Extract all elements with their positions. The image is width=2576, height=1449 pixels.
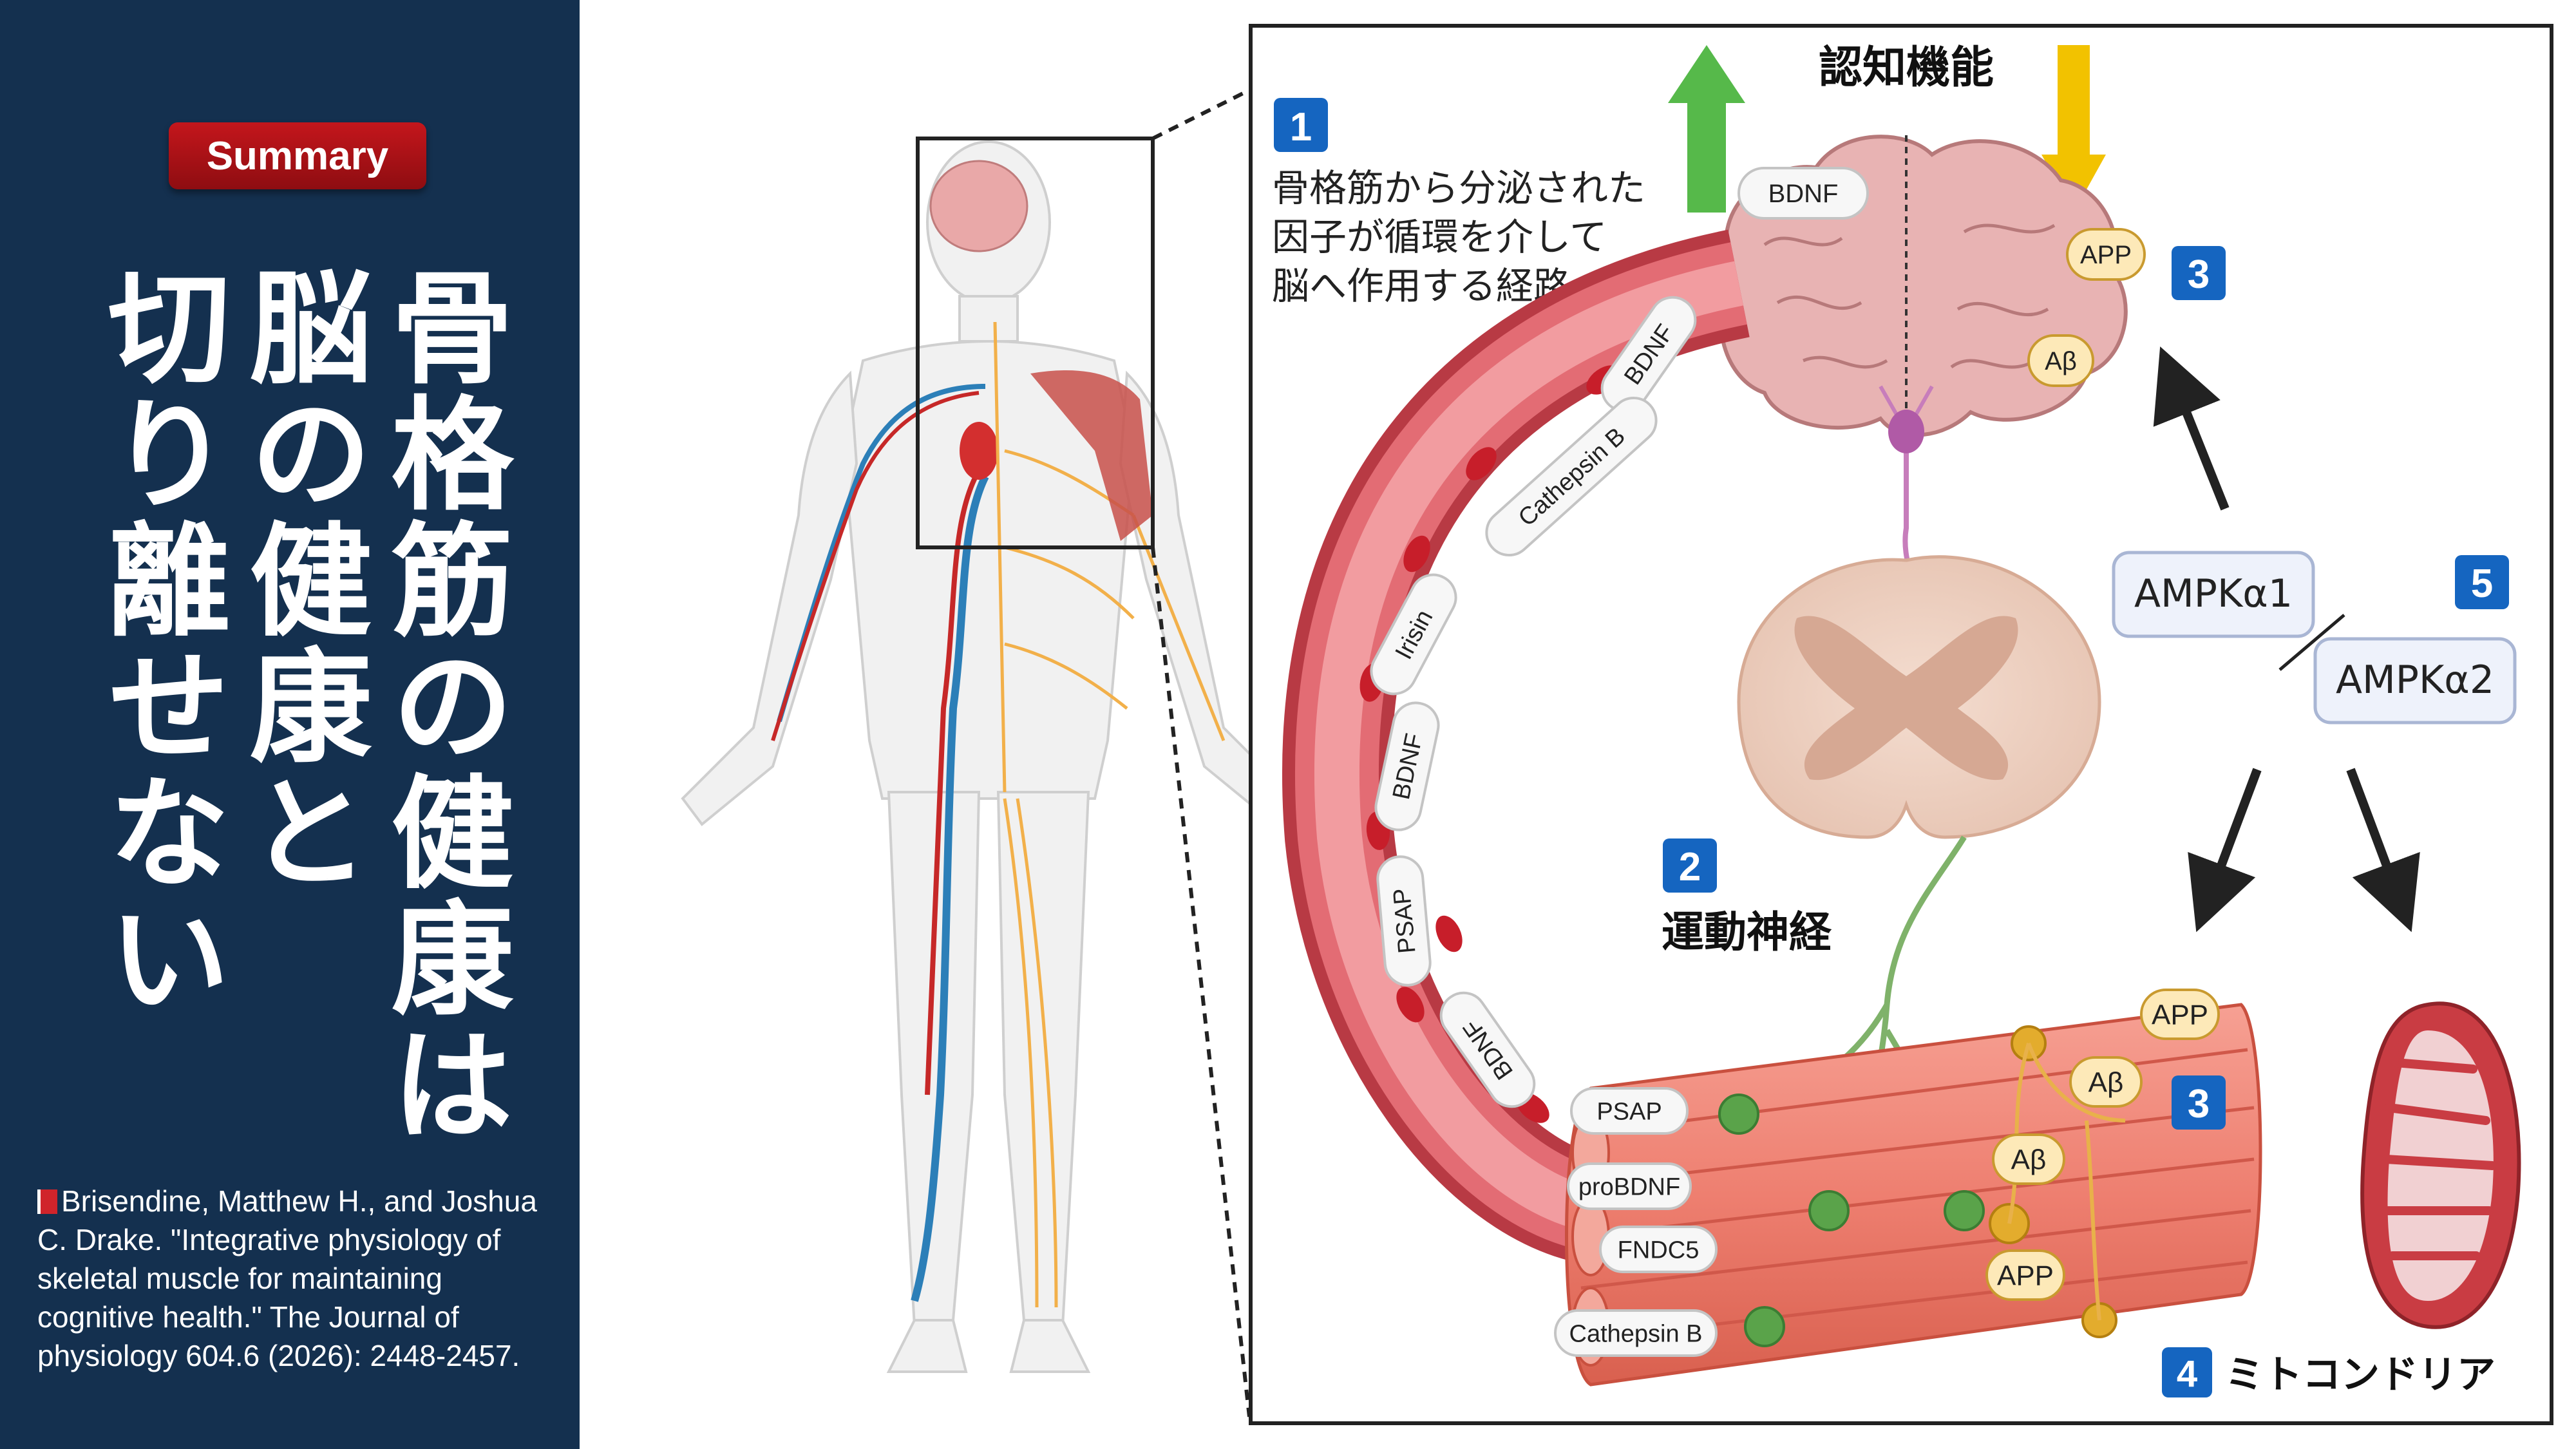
brain-label-2-text: Aβ: [2045, 347, 2077, 375]
citation: Brisendine, Matthew H., and Joshua C. Dr…: [37, 1182, 553, 1375]
muscle-secreted-label-3-text: Cathepsin B: [1569, 1320, 1702, 1347]
neuromuscular-junction-icon: [1718, 1025, 2126, 1347]
step-badge-3-brain: [2172, 246, 2226, 300]
ampk-to-brain-arrow: [2153, 346, 2230, 511]
brain-label-0: BDNF: [1738, 167, 1869, 220]
step-badge-5: [2455, 555, 2509, 609]
muscle-protein-label-0-text: APP: [2152, 999, 2208, 1030]
mitochondria-label: ミトコンドリア: [2225, 1352, 2496, 1397]
step-badge-4: [2162, 1347, 2212, 1397]
title-line-3: 切り離せない: [87, 264, 229, 1021]
step1-text-line-3: 脳へ作用する経路: [1272, 264, 1571, 308]
mitochondria-icon: [2360, 1001, 2521, 1329]
human-body-icon: [681, 88, 1296, 1417]
ampk-alpha1-label: AMPKα1: [2134, 571, 2293, 616]
step-badge-2: [1663, 838, 1717, 893]
step1-text-line-1: 骨格筋から分泌された: [1272, 166, 1645, 210]
muscle-secreted-label-0: PSAP: [1570, 1087, 1689, 1135]
brain-label-1: APP: [2066, 228, 2146, 281]
cognition-header: 認知機能: [1819, 43, 1994, 93]
step-number-1: 1: [1290, 105, 1312, 149]
citation-text: Brisendine, Matthew H., and Joshua C. Dr…: [37, 1184, 537, 1372]
body-brain-icon: [929, 160, 1028, 252]
summary-badge: Summary: [169, 122, 426, 189]
muscle-secreted-label-3: Cathepsin B: [1554, 1309, 1718, 1357]
vessel-label-3: BDNF: [1374, 701, 1440, 831]
summary-sidebar: Summary 骨格筋の健康は 脳の健康と 切り離せない Brisendine,…: [0, 0, 580, 1449]
ampk-to-muscle-arrow: [2188, 768, 2262, 933]
step-number-2: 2: [1679, 845, 1701, 889]
muscle-protein-label-3: APP: [1985, 1249, 2065, 1301]
muscle-protein-label-2: Aβ: [1992, 1133, 2065, 1185]
step-badge-1: [1274, 98, 1328, 152]
muscle-secreted-label-2-text: FNDC5: [1618, 1236, 1700, 1264]
blood-vessel-icon: [1282, 229, 1750, 1265]
title-line-2: 脳の健康と: [229, 264, 371, 895]
muscle-protein-label-3-text: APP: [1997, 1260, 2054, 1291]
step-number-4: 4: [2177, 1353, 2197, 1395]
book-icon: [37, 1189, 57, 1214]
muscle-protein-label-2-text: Aβ: [2011, 1144, 2047, 1175]
muscle-protein-label-1: Aβ: [2069, 1056, 2143, 1108]
muscle-secreted-label-1-text: proBDNF: [1578, 1173, 1680, 1200]
muscle-protein-label-0: APP: [2140, 989, 2220, 1040]
spinal-cord-icon: [1737, 555, 2101, 839]
step-number-5: 5: [2471, 562, 2493, 606]
step-badge-3-muscle: [2172, 1075, 2226, 1130]
motor-nerve-label: 運動神経: [1662, 907, 1832, 957]
step-number-3-muscle: 3: [2188, 1082, 2210, 1126]
step-number-3-brain: 3: [2188, 252, 2210, 297]
ampk-to-mitochondria-arrow: [2346, 768, 2420, 933]
ampk-alpha1-node: [2112, 551, 2315, 638]
muscle-secreted-label-2: FNDC5: [1599, 1226, 1718, 1273]
muscle-secreted-label-0-text: PSAP: [1596, 1098, 1662, 1125]
shoulder-muscle-icon: [1030, 370, 1153, 541]
brain-label-2: Aβ: [2027, 334, 2094, 387]
vessel-label-4: PSAP: [1376, 855, 1432, 987]
ampk-divider: [2278, 614, 2345, 671]
step1-text-line-2: 因子が循環を介して: [1272, 215, 1607, 259]
ampk-alpha2-node: [2313, 637, 2517, 724]
heart-icon: [960, 422, 998, 480]
zoom-line-bottom: [1151, 547, 1251, 1417]
zoom-line-top: [1151, 88, 1251, 140]
brain-label-1-text: APP: [2080, 241, 2132, 269]
ampk-alpha2-label: AMPKα2: [2336, 658, 2494, 703]
muscle-secreted-label-1: proBDNF: [1567, 1162, 1692, 1210]
brain-label-0-text: BDNF: [1768, 180, 1839, 208]
title-line-1: 骨格筋の健康は: [370, 264, 513, 1148]
increase-arrow-icon: [1668, 45, 1745, 213]
zoom-frame: [916, 137, 1155, 549]
muscle-protein-label-1-text: Aβ: [2088, 1066, 2124, 1098]
vessel-label-4-text: PSAP: [1388, 887, 1421, 955]
